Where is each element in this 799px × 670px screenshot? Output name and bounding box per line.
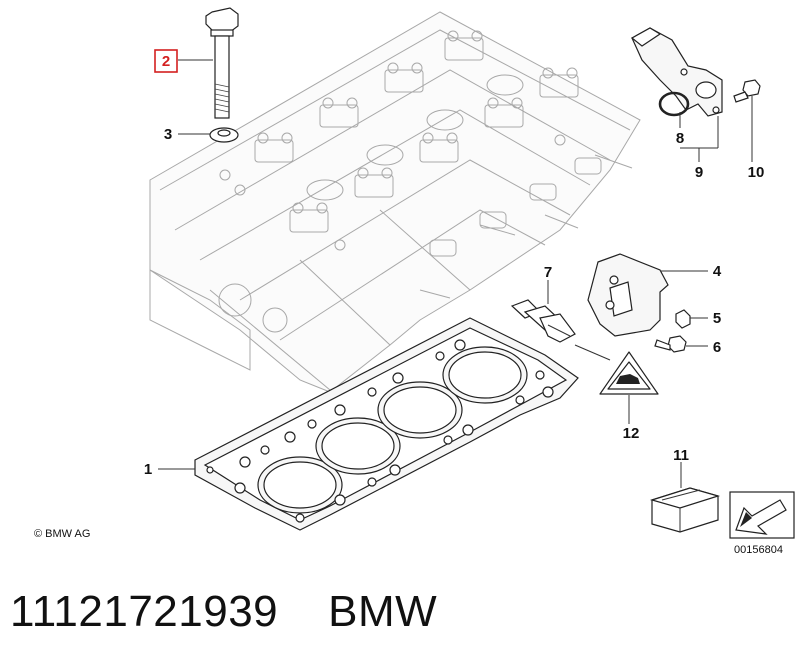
callout-10[interactable]: 10	[748, 164, 765, 181]
coolant-flange	[630, 27, 723, 117]
temperature-sensor	[510, 299, 576, 343]
bracket	[587, 253, 669, 337]
head-bolt	[205, 7, 239, 119]
leader-lines	[158, 59, 753, 488]
footer: 11121721939 BMW	[10, 582, 437, 642]
callout-3[interactable]: 3	[164, 126, 172, 143]
flange-bolt	[733, 79, 761, 103]
callout-4[interactable]: 4	[713, 263, 722, 280]
callout-7[interactable]: 7	[544, 264, 552, 281]
callout-12[interactable]: 12	[623, 425, 640, 442]
callout-6[interactable]: 6	[713, 339, 721, 356]
callout-8[interactable]: 8	[676, 130, 684, 147]
callouts: 2 3 1 4 5 6 7 8 9 10 11 12	[144, 49, 765, 478]
direction-arrow-box	[729, 491, 795, 539]
callout-2-highlight-box	[154, 49, 178, 73]
callout-9[interactable]: 9	[695, 164, 703, 181]
brand-name: BMW	[328, 587, 438, 636]
washer	[209, 127, 239, 143]
callout-11[interactable]: 11	[673, 447, 689, 464]
nut	[675, 309, 691, 329]
diagram-number: 00156804	[734, 544, 783, 556]
copyright-text: © BMW AG	[34, 528, 90, 540]
callout-1[interactable]: 1	[144, 461, 152, 478]
warning-label	[599, 351, 659, 395]
head-gasket	[194, 317, 579, 531]
callout-2[interactable]: 2	[162, 53, 170, 70]
repair-kit-box	[649, 487, 721, 533]
o-ring	[658, 91, 690, 117]
callout-5[interactable]: 5	[713, 310, 721, 327]
part-number: 11121721939	[10, 587, 279, 636]
cylinder-head-illustration	[149, 11, 641, 393]
bracket-bolt	[654, 335, 687, 353]
